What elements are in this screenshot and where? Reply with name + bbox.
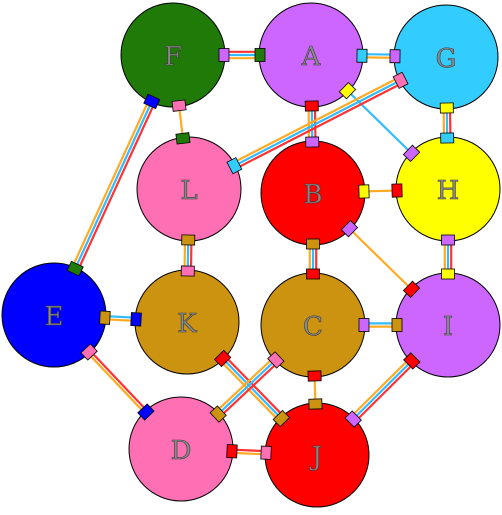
port-J-to-D	[261, 446, 272, 459]
port-G-to-A	[390, 50, 400, 63]
node-label: C	[303, 312, 323, 342]
port-E-to-K	[100, 311, 111, 325]
edge-I-J-strand	[356, 364, 413, 421]
port-K-to-L	[181, 266, 194, 276]
edge-F-L-strand	[179, 107, 183, 138]
edge-A-H-strand	[348, 91, 411, 152]
port-L-to-F	[176, 133, 190, 144]
port-G-to-H	[440, 103, 453, 113]
node-L: L	[137, 137, 241, 241]
edge-E-D-strand	[89, 354, 144, 413]
port-B-to-H	[359, 185, 369, 198]
edge-D-J-strand	[233, 453, 265, 454]
port-H-to-B	[392, 184, 402, 197]
node-label: H	[437, 176, 460, 206]
port-C-to-I	[359, 319, 369, 332]
node-label: F	[164, 42, 182, 72]
edge-E-D-strand	[91, 352, 146, 411]
port-K-to-E	[131, 313, 142, 327]
port-D-to-J	[227, 445, 238, 458]
node-label: L	[180, 176, 197, 206]
port-F-to-A	[219, 49, 229, 62]
node-label: I	[443, 312, 453, 342]
edge-I-J-strand	[354, 362, 411, 419]
port-B-to-A	[306, 137, 319, 147]
port-A-to-B	[305, 101, 318, 111]
port-L-to-K	[182, 235, 195, 245]
node-G: G	[394, 5, 498, 109]
port-B-to-C	[307, 239, 320, 249]
node-label: D	[171, 436, 192, 466]
port-C-to-J	[308, 371, 321, 381]
node-label: A	[301, 42, 322, 72]
node-label: J	[309, 442, 322, 472]
port-A-to-F	[255, 49, 265, 62]
edges-layer	[73, 52, 451, 455]
node-label: B	[303, 180, 322, 210]
nodes-layer: F A G L B H E K C I D J	[2, 3, 500, 507]
edge-B-H-strand	[365, 191, 396, 192]
port-J-to-C	[309, 399, 322, 409]
port-A-to-G	[357, 49, 367, 62]
port-H-to-I	[442, 235, 455, 245]
port-I-to-C	[392, 319, 402, 332]
port-F-to-L	[172, 100, 186, 111]
edge-B-I-strand	[350, 229, 411, 288]
port-C-to-B	[307, 269, 320, 279]
node-F: F	[121, 3, 225, 107]
node-label: K	[177, 309, 197, 339]
edge-D-J-strand	[233, 450, 265, 451]
edge-I-J-strand	[352, 359, 409, 416]
node-label: G	[436, 44, 457, 74]
port-I-to-H	[442, 269, 455, 279]
port-H-to-G	[441, 133, 454, 143]
node-label: E	[45, 302, 64, 332]
